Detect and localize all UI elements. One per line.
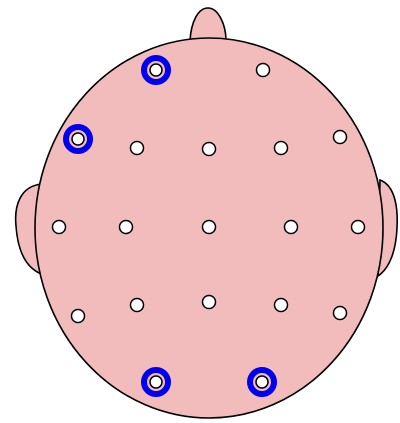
electrode-selected-icon[interactable] (256, 376, 268, 388)
electrode-icon[interactable] (131, 142, 144, 155)
electrode-selected-icon[interactable] (150, 376, 162, 388)
nose-icon (190, 8, 226, 41)
electrode-icon[interactable] (203, 296, 216, 309)
electrode-selected-icon[interactable] (150, 64, 162, 76)
electrode-icon[interactable] (275, 142, 288, 155)
electrode-icon[interactable] (53, 221, 66, 234)
electrode-icon[interactable] (334, 307, 347, 320)
electrode-icon[interactable] (131, 299, 144, 312)
electrode-icon[interactable] (285, 221, 298, 234)
electrode-selected-icon[interactable] (72, 133, 84, 145)
electrode-icon[interactable] (72, 310, 85, 323)
electrode-icon[interactable] (203, 143, 216, 156)
electrode-icon[interactable] (203, 221, 216, 234)
electrode-icon[interactable] (257, 64, 270, 77)
electrode-icon[interactable] (120, 221, 133, 234)
electrode-icon[interactable] (275, 299, 288, 312)
electrode-icon[interactable] (352, 221, 365, 234)
electrode-icon[interactable] (334, 131, 347, 144)
